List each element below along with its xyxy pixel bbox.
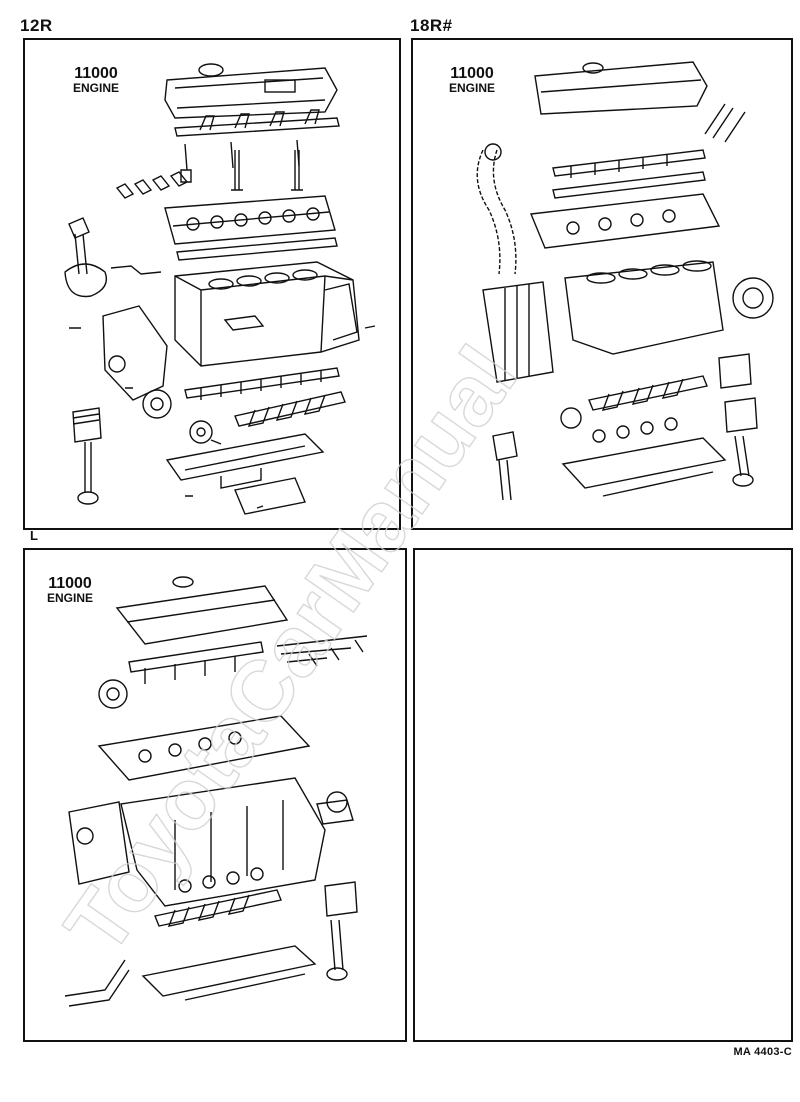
timing-cover bbox=[102, 305, 168, 401]
section-label-18r: 18R# bbox=[410, 16, 453, 35]
piston-and-rod bbox=[72, 407, 102, 505]
cylinder-block bbox=[564, 260, 724, 355]
bearings bbox=[592, 417, 678, 443]
oil-pan bbox=[141, 945, 317, 1001]
panel-l-title: 11000 ENGINE bbox=[47, 575, 94, 605]
oil-pump bbox=[492, 431, 518, 501]
cylinder-head bbox=[164, 195, 338, 261]
oil-pan bbox=[561, 437, 727, 497]
panel-18r-title: 11000 ENGINE bbox=[449, 65, 496, 95]
panel-empty bbox=[413, 548, 793, 1042]
valve-cover bbox=[115, 576, 289, 645]
timing-covers bbox=[482, 281, 554, 383]
exploded-engine-drawing-18r bbox=[476, 61, 774, 501]
panel-12r-title: 11000 ENGINE bbox=[73, 65, 120, 95]
part-name: ENGINE bbox=[47, 591, 94, 605]
cylinder-head bbox=[530, 193, 721, 249]
panel-18r-engine: 11000 ENGINE bbox=[411, 38, 793, 530]
injection-lines bbox=[276, 635, 368, 667]
exploded-engine-drawing-12r bbox=[64, 63, 376, 515]
rear-plate bbox=[316, 791, 354, 825]
document-code: MA 4403-C bbox=[733, 1046, 792, 1058]
crankshaft bbox=[560, 375, 708, 429]
oil-strainer bbox=[64, 959, 130, 1007]
part-number: 11000 bbox=[450, 65, 494, 82]
valve-cover bbox=[164, 63, 338, 119]
piston-and-rod bbox=[718, 353, 758, 487]
camshaft bbox=[184, 367, 340, 400]
panel-l-engine: 11000 ENGINE bbox=[23, 548, 407, 1042]
cylinder-block bbox=[120, 777, 326, 907]
section-label-12r: 12R bbox=[20, 16, 53, 35]
crankshaft bbox=[234, 391, 346, 427]
piston-and-rod bbox=[324, 881, 358, 981]
fasteners bbox=[69, 325, 376, 509]
timing-chain bbox=[476, 143, 517, 275]
rocker-assembly bbox=[128, 641, 264, 684]
spark-plugs bbox=[115, 171, 189, 199]
timing-gears bbox=[142, 389, 213, 444]
twin-camshafts bbox=[552, 149, 706, 199]
part-name: ENGINE bbox=[449, 81, 496, 95]
part-number: 11000 bbox=[74, 65, 118, 82]
exploded-engine-drawing-l bbox=[64, 576, 368, 1007]
panel-12r-engine: 11000 ENGINE bbox=[23, 38, 401, 530]
bearings bbox=[178, 867, 264, 893]
water-pump bbox=[64, 217, 162, 298]
timing-cover bbox=[68, 801, 130, 885]
oil-pan bbox=[165, 433, 325, 515]
valves bbox=[704, 103, 746, 143]
rocker-shaft bbox=[174, 109, 340, 191]
section-label-l: L bbox=[30, 528, 39, 543]
cylinder-block bbox=[174, 261, 360, 367]
camshaft-sprocket bbox=[98, 679, 128, 709]
crankshaft bbox=[154, 889, 282, 927]
cam-cover bbox=[534, 61, 708, 115]
rear-seal-housing bbox=[732, 277, 774, 319]
part-number: 11000 bbox=[48, 575, 92, 592]
part-name: ENGINE bbox=[73, 81, 120, 95]
cylinder-head bbox=[97, 715, 311, 781]
